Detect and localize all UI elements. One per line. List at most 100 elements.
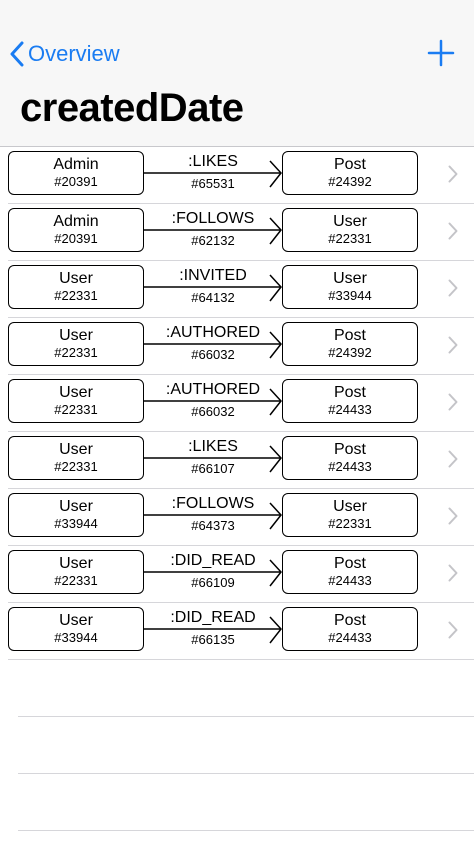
to-node-label: Post	[333, 441, 366, 458]
to-node-id: #24433	[328, 402, 372, 417]
from-node-id: #22331	[54, 402, 98, 417]
chevron-right-icon	[448, 222, 458, 240]
to-node: User #33944	[282, 265, 418, 309]
arrow-icon	[144, 388, 282, 416]
to-node-id: #22331	[328, 231, 372, 246]
relationship-edge: :LIKES #66107	[144, 432, 282, 488]
navigation-bar: Overview createdDate	[0, 0, 474, 147]
to-node-label: Post	[333, 384, 366, 401]
to-node: Post #24392	[282, 322, 418, 366]
from-node: User #22331	[8, 265, 144, 309]
from-node-label: User	[59, 384, 93, 401]
from-node: User #22331	[8, 436, 144, 480]
relationship-row[interactable]: User #33944 :FOLLOWS #64373 User #22331	[8, 489, 474, 546]
chevron-right-icon	[448, 279, 458, 297]
back-button[interactable]: Overview	[10, 38, 120, 70]
relationship-id: #66032	[191, 404, 235, 419]
to-node-label: Post	[333, 612, 366, 629]
from-node: Admin #20391	[8, 151, 144, 195]
to-node-label: Post	[333, 555, 366, 572]
relationship-id: #66109	[191, 575, 235, 590]
add-button[interactable]	[426, 38, 456, 68]
to-node-label: User	[333, 270, 367, 287]
to-node-id: #24433	[328, 630, 372, 645]
relationship-row[interactable]: User #22331 :AUTHORED #66032 Post #24392	[8, 318, 474, 375]
to-node-id: #24433	[328, 459, 372, 474]
empty-row	[18, 717, 474, 774]
relationship-row[interactable]: User #22331 :DID_READ #66109 Post #24433	[8, 546, 474, 603]
to-node-label: User	[333, 213, 367, 230]
relationship-type: :INVITED	[179, 267, 247, 284]
chevron-right-icon	[448, 336, 458, 354]
relationship-type: :AUTHORED	[165, 381, 261, 398]
arrow-icon	[144, 331, 282, 359]
from-node: Admin #20391	[8, 208, 144, 252]
from-node-id: #22331	[54, 459, 98, 474]
relationship-type: :LIKES	[188, 153, 238, 170]
from-node-label: User	[59, 612, 93, 629]
from-node-id: #20391	[54, 174, 98, 189]
from-node: User #33944	[8, 493, 144, 537]
to-node-id: #24392	[328, 345, 372, 360]
from-node-label: User	[59, 555, 93, 572]
relationship-id: #64373	[191, 518, 235, 533]
relationship-id: #66135	[191, 632, 235, 647]
relationship-row[interactable]: Admin #20391 :FOLLOWS #62132 User #22331	[8, 204, 474, 261]
relationship-edge: :AUTHORED #66032	[144, 375, 282, 431]
relationship-list: Admin #20391 :LIKES #65531 Post #24392 A…	[0, 147, 474, 831]
to-node-label: User	[333, 498, 367, 515]
relationship-id: #65531	[191, 176, 235, 191]
relationship-row[interactable]: User #22331 :INVITED #64132 User #33944	[8, 261, 474, 318]
chevron-right-icon	[448, 507, 458, 525]
to-node: User #22331	[282, 493, 418, 537]
relationship-row[interactable]: Admin #20391 :LIKES #65531 Post #24392	[8, 147, 474, 204]
chevron-right-icon	[448, 621, 458, 639]
relationship-type: :AUTHORED	[165, 324, 261, 341]
chevron-right-icon	[448, 393, 458, 411]
from-node: User #33944	[8, 607, 144, 651]
to-node-id: #33944	[328, 288, 372, 303]
relationship-type: :FOLLOWS	[171, 210, 255, 227]
from-node: User #22331	[8, 322, 144, 366]
relationship-row[interactable]: User #22331 :AUTHORED #66032 Post #24433	[8, 375, 474, 432]
to-node-label: Post	[333, 327, 366, 344]
relationship-edge: :AUTHORED #66032	[144, 318, 282, 374]
relationship-edge: :FOLLOWS #64373	[144, 489, 282, 545]
chevron-left-icon	[10, 41, 24, 67]
from-node-label: User	[59, 441, 93, 458]
relationship-type: :FOLLOWS	[171, 495, 255, 512]
arrow-icon	[144, 445, 282, 473]
relationship-row[interactable]: User #22331 :LIKES #66107 Post #24433	[8, 432, 474, 489]
to-node: Post #24392	[282, 151, 418, 195]
to-node-id: #22331	[328, 516, 372, 531]
from-node: User #22331	[8, 550, 144, 594]
arrow-icon	[144, 559, 282, 587]
relationship-row[interactable]: User #33944 :DID_READ #66135 Post #24433	[8, 603, 474, 660]
arrow-icon	[144, 160, 282, 188]
relationship-id: #64132	[191, 290, 235, 305]
from-node-id: #22331	[54, 573, 98, 588]
empty-row	[18, 774, 474, 831]
from-node-label: User	[59, 327, 93, 344]
to-node: Post #24433	[282, 379, 418, 423]
to-node: Post #24433	[282, 436, 418, 480]
from-node-label: Admin	[53, 213, 99, 230]
from-node-id: #33944	[54, 630, 98, 645]
from-node-label: User	[59, 498, 93, 515]
to-node: Post #24433	[282, 550, 418, 594]
relationship-edge: :INVITED #64132	[144, 261, 282, 317]
chevron-right-icon	[448, 564, 458, 582]
from-node-label: Admin	[53, 156, 99, 173]
to-node-label: Post	[333, 156, 366, 173]
arrow-icon	[144, 274, 282, 302]
relationship-type: :DID_READ	[170, 552, 256, 569]
back-button-label: Overview	[28, 41, 120, 66]
to-node: Post #24433	[282, 607, 418, 651]
relationship-id: #62132	[191, 233, 235, 248]
relationship-id: #66107	[191, 461, 235, 476]
page-title: createdDate	[20, 86, 244, 130]
to-node-id: #24392	[328, 174, 372, 189]
from-node-id: #22331	[54, 345, 98, 360]
empty-row	[18, 660, 474, 717]
from-node-id: #22331	[54, 288, 98, 303]
